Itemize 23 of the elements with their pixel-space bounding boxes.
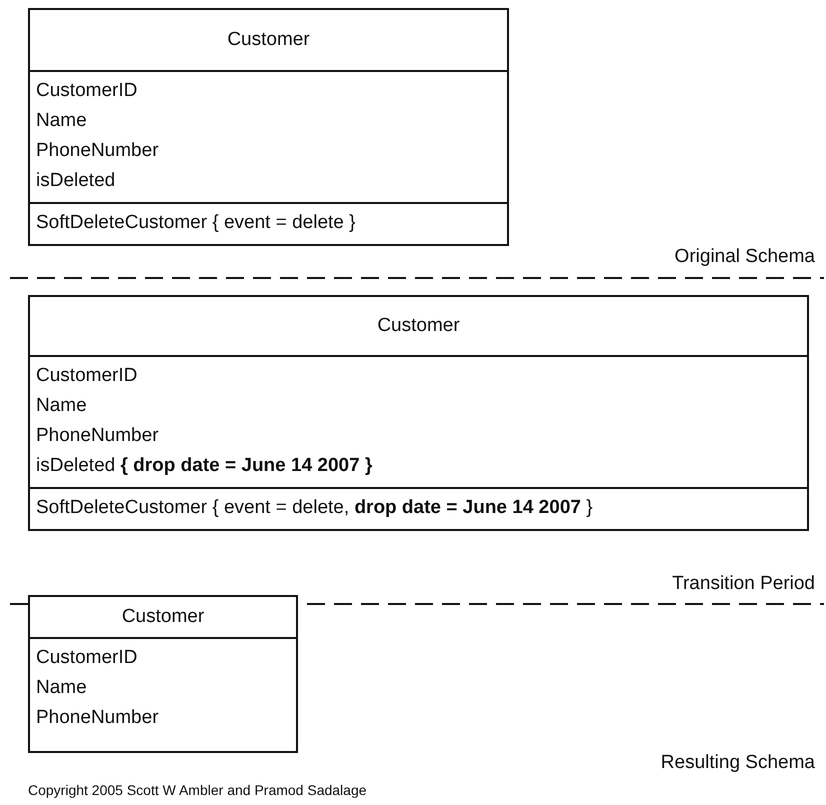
attribute-text: CustomerID — [36, 79, 138, 103]
class-name: Customer — [377, 314, 460, 338]
section-label: Transition Period — [672, 573, 815, 595]
operation-text: SoftDeleteCustomer { event = delete, drop date = June 14 2007 } — [36, 496, 593, 520]
class-box — [28, 295, 809, 531]
section-label: Original Schema — [674, 246, 815, 268]
attribute-text: PhoneNumber — [36, 706, 159, 730]
class-box — [28, 595, 298, 753]
attribute-text: PhoneNumber — [36, 424, 159, 448]
attribute-text: Name — [36, 676, 87, 700]
class-name: Customer — [227, 28, 310, 52]
attribute-text: CustomerID — [36, 364, 138, 388]
class-name: Customer — [122, 605, 204, 629]
attribute-text: CustomerID — [36, 646, 138, 670]
copyright-note: Copyright 2005 Scott W Ambler and Pramod Sadalage — [28, 782, 367, 798]
attribute-text: Name — [36, 109, 87, 133]
attribute-text: Name — [36, 394, 87, 418]
attribute-text: isDeleted { drop date = June 14 2007 } — [36, 454, 372, 478]
attribute-text: PhoneNumber — [36, 139, 159, 163]
class-box — [28, 8, 509, 246]
operation-text: SoftDeleteCustomer { event = delete } — [36, 211, 356, 235]
attribute-text: isDeleted — [36, 169, 116, 193]
section-label: Resulting Schema — [660, 752, 815, 774]
